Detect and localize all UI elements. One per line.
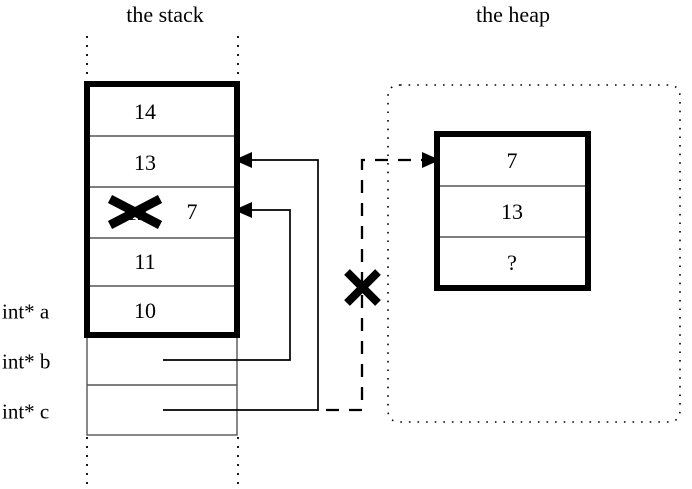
dangling-pointer-line: [326, 158, 422, 412]
pointer-line-b-to-stack: [163, 209, 291, 361]
heap-section-title: the heap: [476, 2, 550, 27]
stack-cell-value-0: 14: [134, 99, 156, 124]
stack-cell-value-3: 11: [134, 249, 156, 274]
stack-cell-value-2: 7: [186, 199, 198, 224]
heap-block-box: [434, 131, 591, 291]
stack-cell-value-4: 10: [134, 298, 156, 323]
heap-cell-value-1: 13: [501, 199, 523, 224]
severed-pointer-x-icon: [344, 269, 381, 306]
heap-region-boundary: [387, 84, 681, 423]
stack-section-title: the stack: [126, 2, 204, 27]
variable-label-c: int* c: [2, 399, 50, 424]
variable-label-b: int* b: [2, 349, 51, 374]
pointer-arrowhead-b: [234, 202, 252, 218]
struck-value-x-icon: [107, 195, 163, 229]
pointer-line-c-to-stack: [163, 159, 319, 411]
heap-cell-value-2: ?: [507, 250, 517, 275]
pointer-arrowhead-c: [234, 152, 252, 168]
stack-cell-struck-value-2: 12: [126, 200, 148, 225]
stack-frame-box: [84, 81, 240, 338]
dangling-pointer-arrowhead: [422, 152, 440, 168]
stack-cell-value-1: 13: [134, 150, 156, 175]
variable-label-a: int* a: [2, 299, 50, 324]
heap-cell-value-0: 7: [506, 148, 518, 173]
